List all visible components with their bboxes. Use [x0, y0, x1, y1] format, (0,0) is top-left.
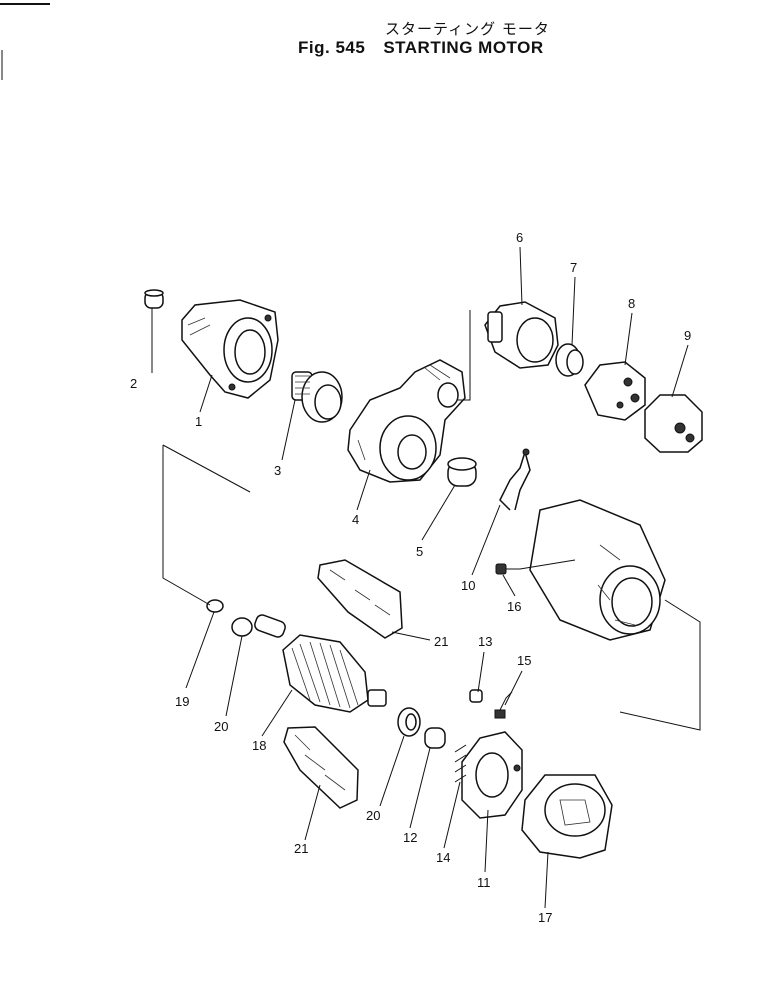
figure-number: Fig. 545	[298, 38, 366, 57]
part-19-washer	[206, 599, 224, 613]
leader-lines	[151, 246, 689, 909]
part-16-screw	[495, 563, 520, 575]
callout-10: 10	[461, 578, 475, 593]
callout-5: 5	[416, 544, 423, 559]
part-5-sleeve	[447, 457, 477, 487]
part-14-terminals	[454, 744, 467, 783]
part-8-switch-body	[584, 361, 646, 421]
part-3-pinion-drive	[291, 371, 343, 423]
callout-16: 16	[507, 599, 521, 614]
part-13-brush	[469, 689, 483, 703]
callout-18: 18	[252, 738, 266, 753]
callout-20-lower: 20	[366, 808, 380, 823]
part-17-rear-cover	[521, 774, 613, 859]
callout-21-upper: 21	[434, 634, 448, 649]
part-2-bushing	[144, 289, 164, 309]
figure-title: Fig. 545 STARTING MOTOR	[298, 38, 544, 58]
callout-11: 11	[477, 875, 491, 890]
part-21-brush-upper	[317, 559, 403, 639]
title-japanese: スターティング モータ	[385, 20, 550, 38]
callout-2: 2	[130, 376, 137, 391]
callout-12: 12	[403, 830, 417, 845]
part-12-bushing	[424, 727, 446, 749]
part-20-bearing	[397, 707, 421, 737]
part-10-lead-wire	[499, 448, 531, 511]
callout-14: 14	[436, 850, 450, 865]
part-20-thrust-washer	[231, 617, 253, 637]
part-6-solenoid-housing	[484, 301, 559, 369]
part-18-armature	[254, 614, 387, 713]
part-1-drive-housing	[181, 299, 279, 399]
callout-4: 4	[352, 512, 359, 527]
callout-3: 3	[274, 463, 281, 478]
part-11-rear-bracket	[461, 731, 523, 819]
callout-17: 17	[538, 910, 552, 925]
callout-21-lower: 21	[294, 841, 308, 856]
callout-6: 6	[516, 230, 523, 245]
part-21-brush-lower	[283, 726, 359, 809]
callout-19: 19	[175, 694, 189, 709]
callout-20-upper: 20	[214, 719, 228, 734]
yoke-field-frame	[529, 499, 666, 641]
callout-7: 7	[570, 260, 577, 275]
callout-13: 13	[478, 634, 492, 649]
callout-15: 15	[517, 653, 531, 668]
figure-name: STARTING MOTOR	[383, 38, 544, 57]
callout-9: 9	[684, 328, 691, 343]
callout-8: 8	[628, 296, 635, 311]
part-4-front-bracket	[347, 359, 466, 483]
callout-1: 1	[195, 414, 202, 429]
alignment-lines	[162, 310, 701, 731]
part-7-plunger	[555, 343, 584, 377]
part-9-solenoid-cap	[644, 394, 703, 453]
callout-labels: 1 2 3 4 5 6 7 8 9 10 11 12 13 14 15 16 1…	[130, 230, 691, 925]
